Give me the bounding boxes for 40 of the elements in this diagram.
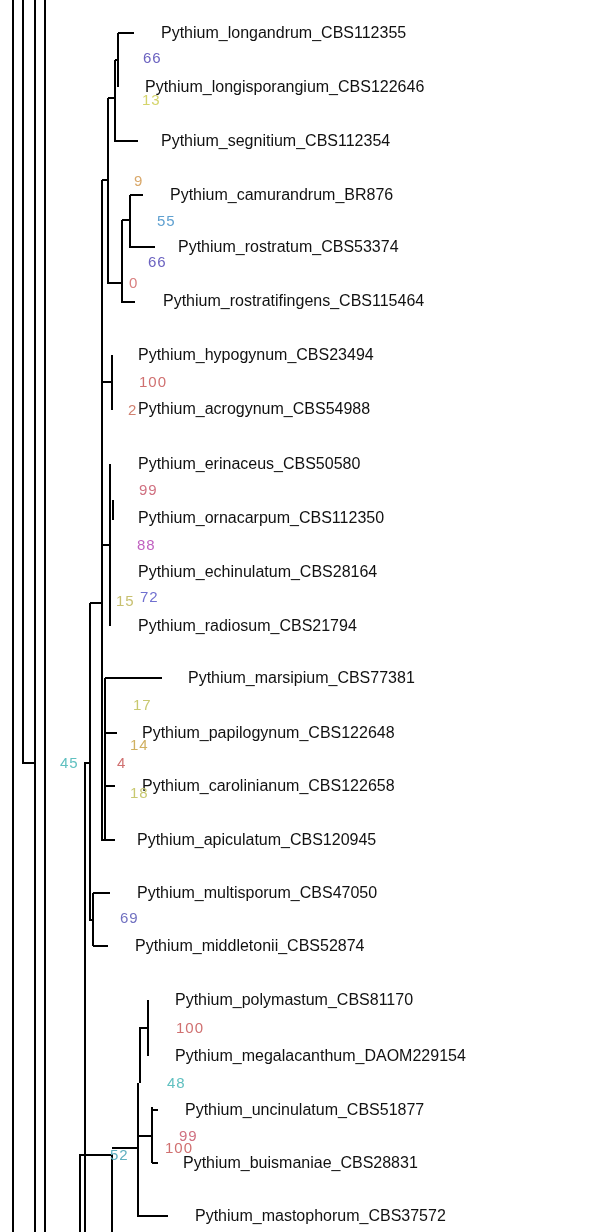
bootstrap-value: 69 xyxy=(120,908,139,928)
bootstrap-value: 48 xyxy=(167,1073,186,1093)
taxon-label: Pythium_mastophorum_CBS37572 xyxy=(195,1206,446,1226)
bootstrap-value: 9 xyxy=(134,171,144,191)
taxon-label: Pythium_camurandrum_BR876 xyxy=(170,185,394,205)
taxon-label: Pythium_hypogynum_CBS23494 xyxy=(138,345,374,365)
taxon-label: Pythium_middletonii_CBS52874 xyxy=(135,936,365,956)
bootstrap-value: 55 xyxy=(157,211,176,231)
bootstrap-value: 88 xyxy=(137,535,156,555)
bootstrap-value: 0 xyxy=(129,273,139,293)
bootstrap-value: 66 xyxy=(143,48,162,68)
taxon-label: Pythium_rostratum_CBS53374 xyxy=(178,237,399,257)
bootstrap-value: 17 xyxy=(133,695,152,715)
taxon-label: Pythium_erinaceus_CBS50580 xyxy=(138,454,361,474)
taxon-label: Pythium_uncinulatum_CBS51877 xyxy=(185,1100,425,1120)
taxon-label: Pythium_buismaniae_CBS28831 xyxy=(183,1153,418,1173)
taxon-label: Pythium_echinulatum_CBS28164 xyxy=(138,562,378,582)
taxon-label: Pythium_polymastum_CBS81170 xyxy=(175,990,414,1010)
bootstrap-value: 2 xyxy=(128,400,138,420)
bootstrap-value: 99 xyxy=(139,480,158,500)
bootstrap-value: 72 xyxy=(140,587,159,607)
taxon-label: Pythium_marsipium_CBS77381 xyxy=(188,668,415,688)
taxon-label: Pythium_apiculatum_CBS120945 xyxy=(137,830,377,850)
taxon-label: Pythium_multisporum_CBS47050 xyxy=(137,883,378,903)
taxon-label: Pythium_megalacanthum_DAOM229154 xyxy=(175,1046,466,1066)
taxon-label: Pythium_segnitium_CBS112354 xyxy=(161,131,391,151)
taxon-label: Pythium_acrogynum_CBS54988 xyxy=(138,399,371,419)
taxon-label: Pythium_longandrum_CBS112355 xyxy=(161,23,407,43)
bootstrap-value: 15 xyxy=(116,591,135,611)
bootstrap-value: 45 xyxy=(60,753,79,773)
bootstrap-value: 52 xyxy=(110,1145,129,1165)
taxon-label: Pythium_papilogynum_CBS122648 xyxy=(142,723,395,741)
taxon-label: Pythium_rostratifingens_CBS115464 xyxy=(163,291,425,311)
bootstrap-value: 4 xyxy=(117,753,127,773)
taxon-label: Pythium_radiosum_CBS21794 xyxy=(138,616,357,636)
bootstrap-value: 100 xyxy=(176,1018,205,1038)
taxon-label: Pythium_ornacarpum_CBS112350 xyxy=(138,508,385,528)
bootstrap-value: 99 xyxy=(179,1126,198,1144)
bootstrap-value: 66 xyxy=(148,252,167,272)
bootstrap-value: 100 xyxy=(139,372,168,392)
